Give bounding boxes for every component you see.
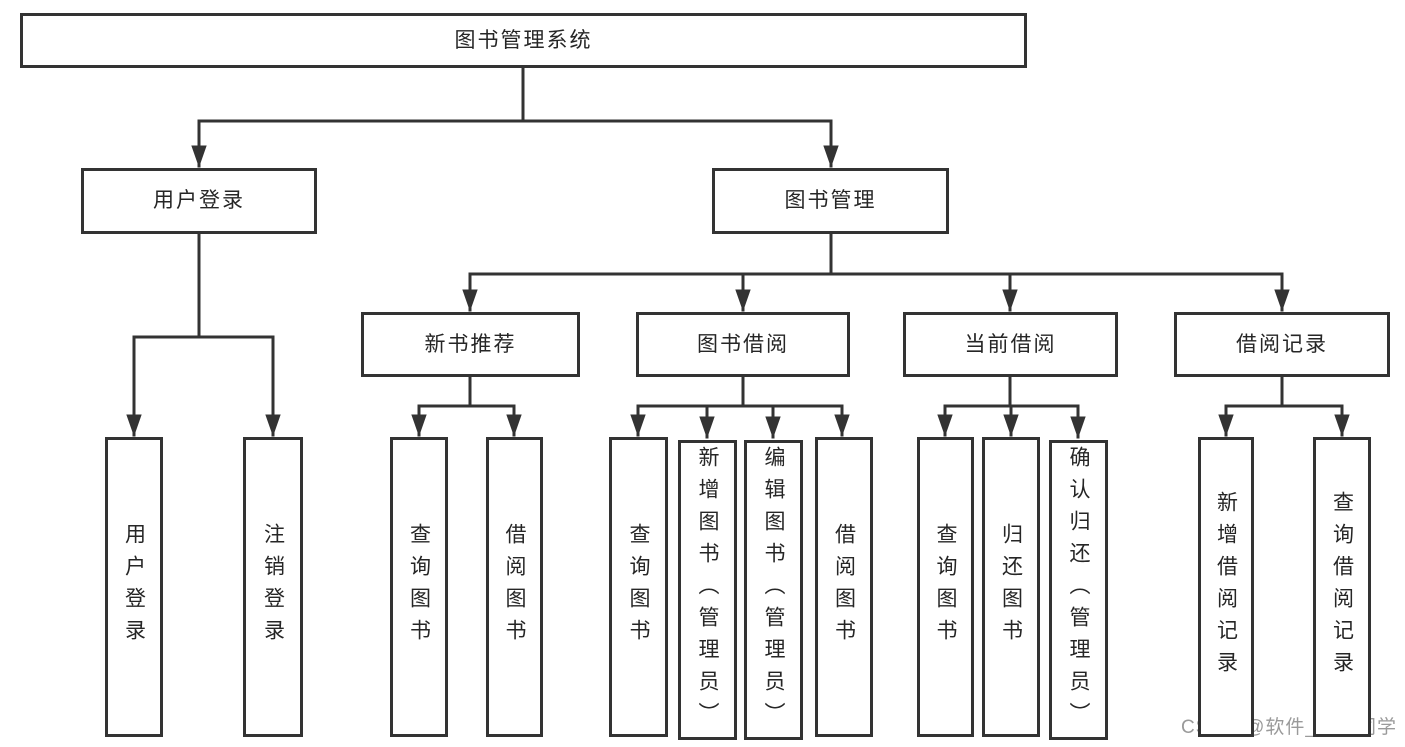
node-v-user-login: 用户登录 [105,437,163,737]
node-v-add-books-admin: 新增图书（管理员） [678,440,737,740]
node-new-book-recommend: 新书推荐 [361,312,580,377]
node-v-confirm-return-admin: 确认归还（管理员） [1049,440,1108,740]
node-v-borrow-books-rec: 借阅图书 [486,437,543,737]
node-current-borrowing: 当前借阅 [903,312,1118,377]
node-v-add-borrow-record: 新增借阅记录 [1198,437,1254,737]
node-book-borrowing: 图书借阅 [636,312,850,377]
node-v-return-books: 归还图书 [982,437,1040,737]
node-v-query-books-rec: 查询图书 [390,437,448,737]
node-v-query-books-borrow: 查询图书 [609,437,668,737]
node-borrow-records: 借阅记录 [1174,312,1390,377]
node-v-edit-books-admin: 编辑图书（管理员） [744,440,803,740]
node-v-query-borrow-record: 查询借阅记录 [1313,437,1371,737]
node-v-borrow-books: 借阅图书 [815,437,873,737]
node-v-query-books-current: 查询图书 [917,437,974,737]
node-book-management: 图书管理 [712,168,949,234]
node-v-logout: 注销登录 [243,437,303,737]
node-root: 图书管理系统 [20,13,1027,68]
node-user-login: 用户登录 [81,168,317,234]
